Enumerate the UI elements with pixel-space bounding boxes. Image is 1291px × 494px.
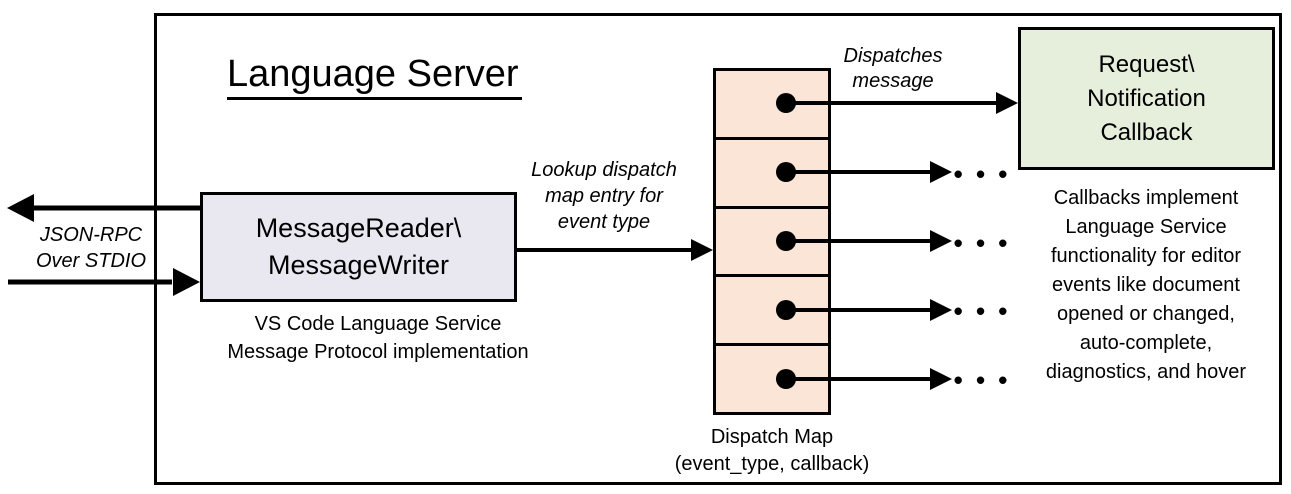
message-reader-writer-box: MessageReader\ MessageWriter <box>200 192 517 302</box>
callbacks-note-line5: opened or changed, <box>1057 303 1235 325</box>
callbacks-note-line3: functionality for editor <box>1050 245 1242 267</box>
message-box-caption-line1: VS Code Language Service <box>254 313 502 335</box>
ellipsis: • • • <box>953 296 1011 326</box>
message-box-caption-line2: Message Protocol implementation <box>227 341 529 363</box>
callback-box-line3: Callback <box>1100 118 1193 146</box>
dispatch-map-caption: Dispatch Map (event_type, callback) <box>622 424 922 478</box>
request-notification-callback-box: Request\ Notification Callback <box>1018 27 1275 170</box>
callback-box-line2: Notification <box>1087 84 1206 112</box>
message-box-line1: MessageReader\ <box>255 213 462 243</box>
dispatch-map-cell <box>716 346 828 412</box>
dispatches-message-line1: Dispatches <box>843 45 943 67</box>
stdio-label-line2: Over STDIO <box>35 250 146 272</box>
lookup-label-line2: map entry for <box>545 185 663 207</box>
callbacks-note-line1: Callbacks implement <box>1053 187 1239 209</box>
stdio-label-line1: JSON-RPC <box>39 224 143 246</box>
lookup-label: Lookup dispatch map entry for event type <box>504 157 704 235</box>
callbacks-note-line2: Language Service <box>1065 216 1227 238</box>
lookup-label-line3: event type <box>557 211 651 233</box>
arrow-head <box>7 194 34 222</box>
message-box-caption: VS Code Language Service Message Protoco… <box>168 310 588 366</box>
diagram-title: Language Server <box>227 52 522 100</box>
dispatch-map-cell <box>716 140 828 209</box>
callbacks-note: Callbacks implement Language Service fun… <box>1014 184 1278 387</box>
dispatch-map-caption-line2: (event_type, callback) <box>674 453 870 475</box>
ellipsis: • • • <box>953 365 1011 395</box>
lookup-label-line1: Lookup dispatch <box>531 159 677 181</box>
ellipsis: • • • <box>953 159 1011 189</box>
dispatch-map-box <box>713 68 831 415</box>
dispatch-map-cell <box>716 277 828 347</box>
callbacks-note-line4: events like document <box>1052 274 1240 296</box>
dispatches-message-label: Dispatches message <box>808 44 978 94</box>
callbacks-note-line7: diagnostics, and hover <box>1045 361 1247 383</box>
dispatch-map-caption-line1: Dispatch Map <box>710 426 834 448</box>
ellipsis: • • • <box>953 228 1011 258</box>
callback-box-line1: Request\ <box>1098 50 1195 78</box>
dispatch-map-cell <box>716 209 828 278</box>
stdio-label: JSON-RPC Over STDIO <box>5 222 177 274</box>
dispatch-map-cell <box>716 71 828 140</box>
callbacks-note-line6: auto-complete, <box>1079 332 1213 354</box>
message-box-line2: MessageWriter <box>267 250 450 280</box>
dispatches-message-line2: message <box>852 70 934 92</box>
